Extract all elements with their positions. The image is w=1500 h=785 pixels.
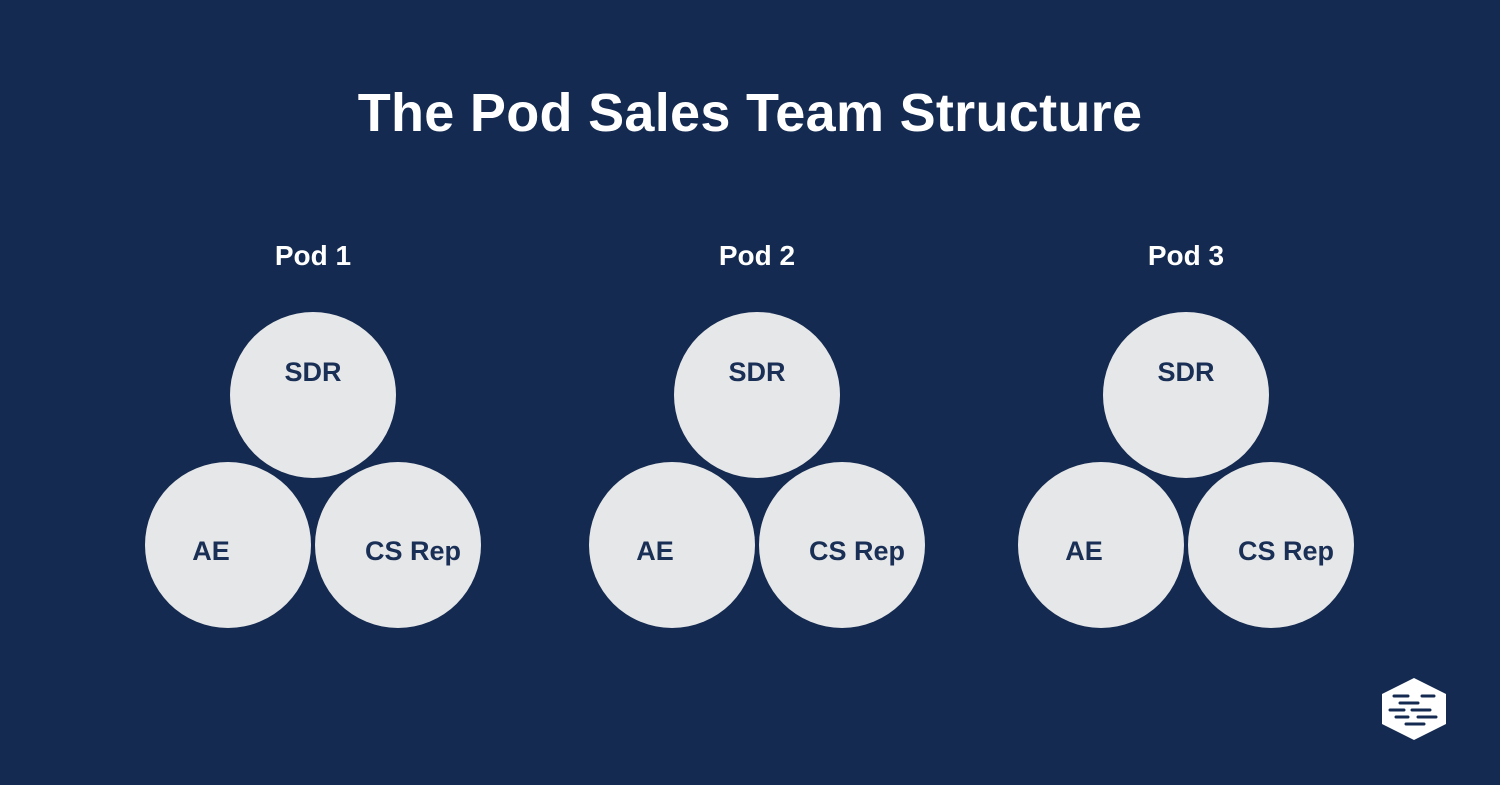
cs-rep-circle: [1188, 462, 1354, 628]
cs-rep-label: CS Rep: [1238, 536, 1334, 566]
cube-logo-icon: [1382, 678, 1446, 740]
cs-rep-circle: [759, 462, 925, 628]
sdr-circle: [1103, 312, 1269, 478]
page-title: The Pod Sales Team Structure: [357, 83, 1143, 143]
sdr-circle: [674, 312, 840, 478]
sdr-label: SDR: [284, 357, 341, 387]
venn-diagram: SDR AE CS Rep: [145, 312, 481, 628]
pod-3: Pod 3 SDR AE CS Rep: [1016, 240, 1356, 640]
cs-rep-circle: [315, 462, 481, 628]
ae-circle: [589, 462, 755, 628]
pod-2: Pod 2 SDR AE CS Rep: [587, 240, 927, 640]
pod-label: Pod 2: [718, 240, 796, 271]
venn-diagram: SDR AE CS Rep: [1018, 312, 1354, 628]
cs-rep-label: CS Rep: [809, 536, 905, 566]
pod-1: Pod 1 SDR AE CS Rep: [143, 240, 483, 640]
sdr-label: SDR: [1157, 357, 1214, 387]
sdr-circle: [230, 312, 396, 478]
ae-label: AE: [636, 536, 674, 566]
pod-label: Pod 3: [1147, 240, 1225, 271]
pod-label: Pod 1: [274, 240, 352, 271]
cs-rep-label: CS Rep: [365, 536, 461, 566]
ae-circle: [145, 462, 311, 628]
ae-label: AE: [192, 536, 230, 566]
ae-circle: [1018, 462, 1184, 628]
sdr-label: SDR: [728, 357, 785, 387]
venn-diagram: SDR AE CS Rep: [589, 312, 925, 628]
ae-label: AE: [1065, 536, 1103, 566]
